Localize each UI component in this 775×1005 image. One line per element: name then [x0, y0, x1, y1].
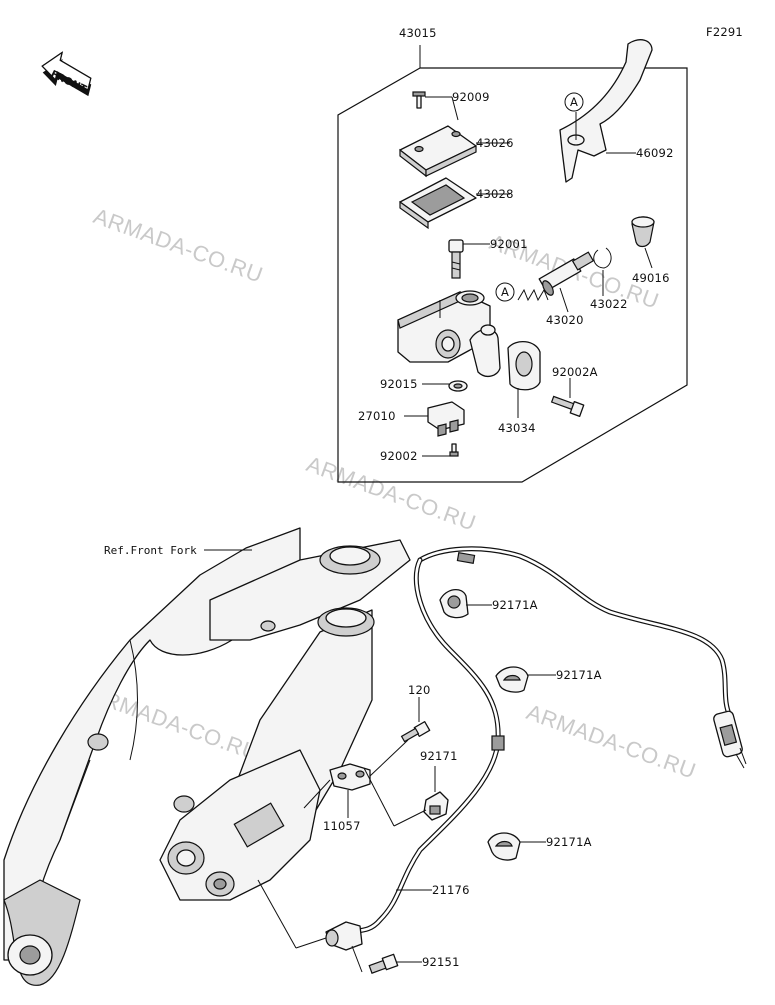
figure-code: F2291: [706, 25, 743, 39]
watermark-1: ARMADA-CO.RU: [90, 203, 266, 287]
label-43020: 43020: [546, 313, 584, 327]
watermarks: ARMADA-CO.RU ARMADA-CO.RU ARMADA-CO.RU A…: [86, 203, 699, 783]
label-11057: 11057: [323, 819, 361, 833]
assembly-frame: [337, 45, 688, 483]
bolt-92151: [368, 953, 399, 974]
clip-92171A-1: [439, 589, 469, 619]
bolt-92001: [448, 239, 464, 279]
bolt-120: [400, 721, 431, 743]
label-43026: 43026: [476, 136, 514, 150]
brake-switch-27010: [427, 401, 465, 437]
clip-92171A-3: [487, 832, 521, 861]
label-46092: 46092: [636, 146, 674, 160]
label-92171: 92171: [420, 749, 458, 763]
label-43034: 43034: [498, 421, 536, 435]
label-92171A-2: 92171A: [556, 668, 602, 682]
clip-92171A-2: [495, 666, 529, 693]
watermark-3: ARMADA-CO.RU: [303, 451, 479, 535]
callout-a-top: [564, 92, 584, 112]
ref-front-fork-label: Ref.Front Fork: [104, 544, 197, 557]
front-arrow-icon: FRONT: [41, 51, 92, 97]
piston-kit-43020: [517, 251, 595, 302]
bracket-11057: [329, 763, 371, 791]
diaphragm-43028: [399, 177, 477, 230]
clamp-92171: [423, 791, 449, 821]
brake-lever-46092: [559, 39, 653, 183]
label-27010: 27010: [358, 409, 396, 423]
label-92002: 92002: [380, 449, 418, 463]
callout-a-body: [495, 282, 515, 302]
label-49016: 49016: [632, 271, 670, 285]
front-fork: [3, 527, 411, 986]
label-120: 120: [408, 683, 431, 697]
screw-92002: [449, 443, 459, 457]
label-92001: 92001: [490, 237, 528, 251]
screw-92009: [412, 91, 426, 109]
label-21176: 21176: [432, 883, 470, 897]
bolt-92002A: [550, 395, 585, 417]
label-92015: 92015: [380, 377, 418, 391]
label-43022: 43022: [590, 297, 628, 311]
watermark-5: ARMADA-CO.RU: [523, 699, 699, 783]
master-cylinder-body: [397, 290, 501, 378]
label-92151: 92151: [422, 955, 460, 969]
sensor-harness-21176: [325, 546, 747, 951]
boot-49016: [631, 216, 655, 248]
washer-92015: [448, 380, 468, 392]
label-92171A-3: 92171A: [546, 835, 592, 849]
callout-a-body-label: A: [501, 285, 509, 299]
label-43015: 43015: [399, 26, 437, 40]
reservoir-cap-43026: [399, 125, 477, 178]
label-92002A: 92002A: [552, 365, 598, 379]
label-92009: 92009: [452, 90, 490, 104]
clamp-43034: [507, 341, 541, 391]
label-92171A-1: 92171A: [492, 598, 538, 612]
label-43028: 43028: [476, 187, 514, 201]
callout-a-top-label: A: [570, 95, 578, 109]
circlip-43022: [593, 247, 612, 269]
